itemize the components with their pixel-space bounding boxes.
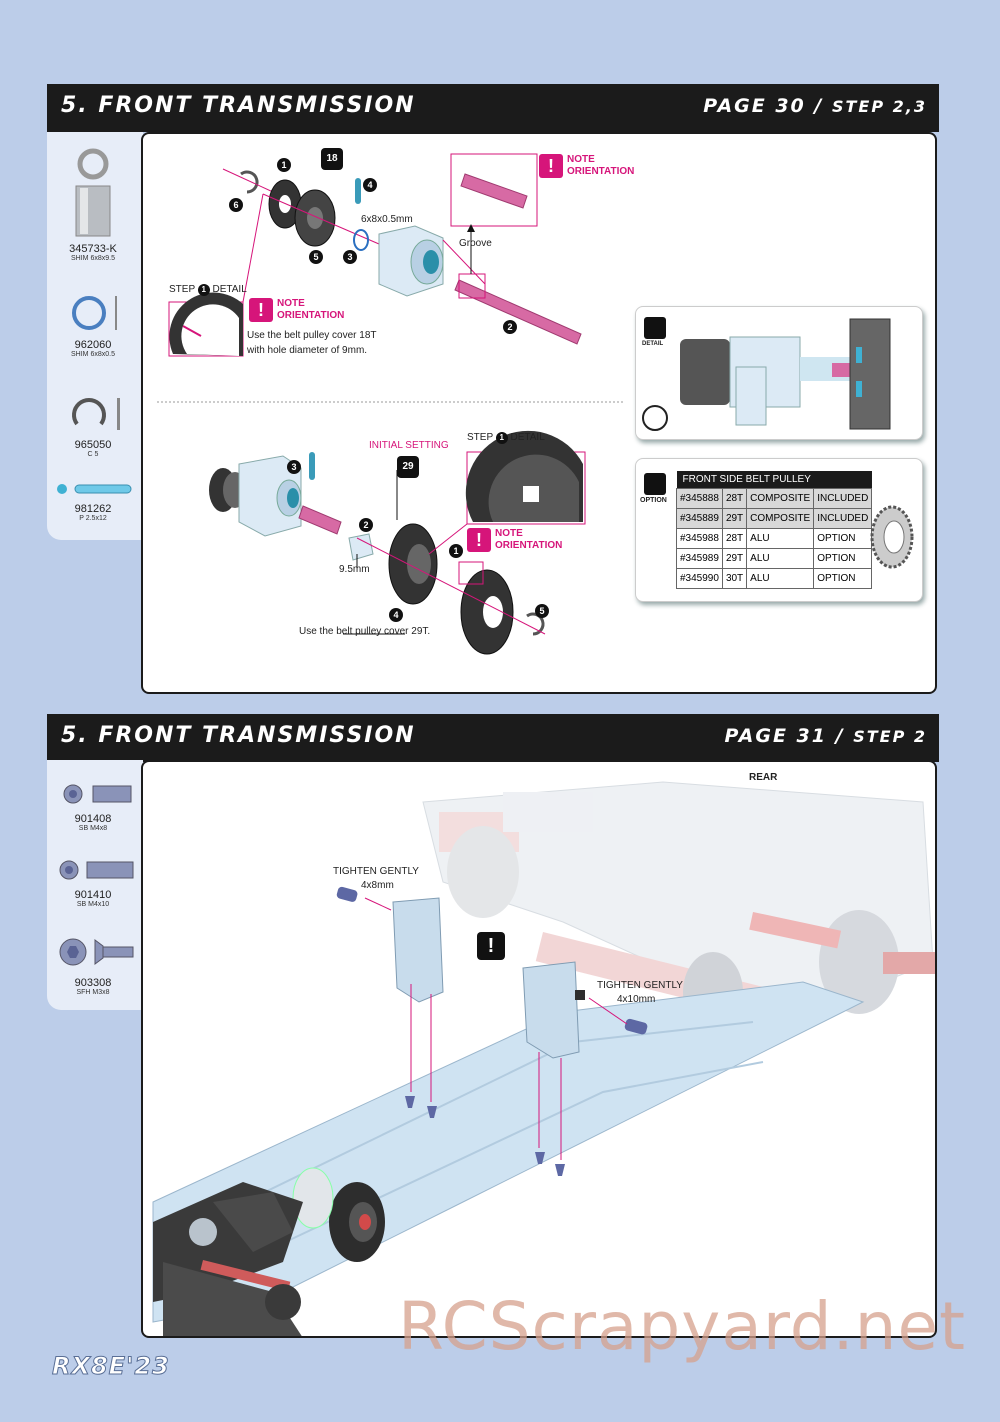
part-shim-345733: 345733-K SHIM 6x8x9.5: [47, 148, 139, 263]
part-screw-901408: 901408 SB M4x8: [47, 780, 139, 833]
badge-18t: 18: [321, 148, 343, 170]
part-screw-901410: 901410 SB M4x10: [47, 856, 139, 909]
alu-pulley-image: [870, 505, 914, 569]
brand-logo: RX8E'23: [52, 1352, 170, 1381]
thumbs-up-icon: [644, 473, 666, 495]
shim-ring-icon: [72, 296, 117, 330]
section1-parts-bag: 345733-K SHIM 6x8x9.5 962060 SHIM 6x8x0.…: [47, 132, 143, 540]
pin-icon: [57, 484, 132, 494]
shim-tall-icon: [75, 148, 111, 237]
watermark: RCScrapyard.net: [398, 1288, 966, 1365]
section2-panel: REAR TIGHTEN GENTLY 4x8mm TIGHTEN GENTLY…: [141, 760, 937, 1338]
section1-page-ref: PAGE 30 / STEP 2,3: [703, 95, 927, 117]
callout-2b: 2: [359, 518, 373, 532]
callout-3b: 3: [287, 460, 301, 474]
pulley-note-line1: Use the belt pulley cover 18T: [247, 330, 377, 341]
option-table-title: FRONT SIDE BELT PULLEY: [676, 471, 872, 489]
spacer-size-label: 9.5mm: [339, 564, 370, 575]
magnifier-icon: [644, 317, 666, 339]
screw-size-4x8: 4x8mm: [361, 880, 394, 891]
warning-icon: !: [467, 528, 491, 552]
front-transmission-exploded-diagram: [157, 153, 623, 655]
callout-5: 5: [309, 250, 323, 264]
badge-29t: 29: [397, 456, 419, 478]
screw-m4x8-icon: [63, 784, 132, 804]
callout-2: 2: [503, 320, 517, 334]
section1-title: 5. FRONT TRANSMISSION: [61, 93, 416, 118]
warning-icon: !: [249, 298, 273, 322]
section1-header: 5. FRONT TRANSMISSION PAGE 30 / STEP 2,3: [47, 84, 939, 132]
e-clip-icon: [72, 398, 120, 430]
callout-1b: 1: [449, 544, 463, 558]
part-screw-903308: 903308 SFH M3x8: [47, 932, 139, 997]
chassis-assembly-diagram: [152, 781, 935, 1336]
section2-title: 5. FRONT TRANSMISSION: [61, 723, 416, 748]
screw-m4x10-icon: [59, 860, 134, 880]
tighten-gently-label-1: TIGHTEN GENTLY: [333, 866, 419, 877]
pulley-note-line2: with hole diameter of 9mm.: [247, 345, 368, 356]
callout-6: 6: [229, 198, 243, 212]
flat-head-screw-icon: [59, 938, 134, 966]
rear-label: REAR: [749, 772, 778, 783]
callout-4: 4: [363, 178, 377, 192]
shim-size-label: 6x8x0.5mm: [361, 214, 413, 225]
part-clip-965050: 965050 C 5: [47, 394, 139, 459]
step-1-detail-lower: STEP 1 DETAIL: [467, 432, 545, 444]
pulley-note-29t: Use the belt pulley cover 29T.: [299, 626, 431, 637]
callout-5b: 5: [535, 604, 549, 618]
part-shim-962060: 962060 SHIM 6x8x0.5: [47, 292, 139, 359]
callout-3: 3: [343, 250, 357, 264]
part-pin-981262: 981262 P 2.5x12: [47, 480, 139, 523]
groove-label: Groove: [459, 238, 492, 249]
warning-icon: !: [477, 932, 505, 960]
gear-check-icon: [642, 405, 668, 431]
warning-icon: !: [539, 154, 563, 178]
step-1-detail-label: STEP 1 DETAIL: [169, 284, 247, 296]
callout-1: 1: [277, 158, 291, 172]
screw-size-4x10: 4x10mm: [617, 994, 656, 1005]
tighten-gently-label-2: TIGHTEN GENTLY: [597, 980, 683, 991]
initial-setting-label: INITIAL SETTING: [369, 440, 449, 451]
section2-parts-bag: 901408 SB M4x8 901410 SB M4x10 903308 SF…: [47, 760, 143, 1010]
section2-header: 5. FRONT TRANSMISSION PAGE 31 / STEP 2: [47, 714, 939, 762]
detail-card: DETAIL: [635, 306, 923, 440]
assembled-detail-diagram: [680, 318, 891, 430]
section2-page-ref: PAGE 31 / STEP 2: [724, 725, 927, 747]
callout-4b: 4: [389, 608, 403, 622]
